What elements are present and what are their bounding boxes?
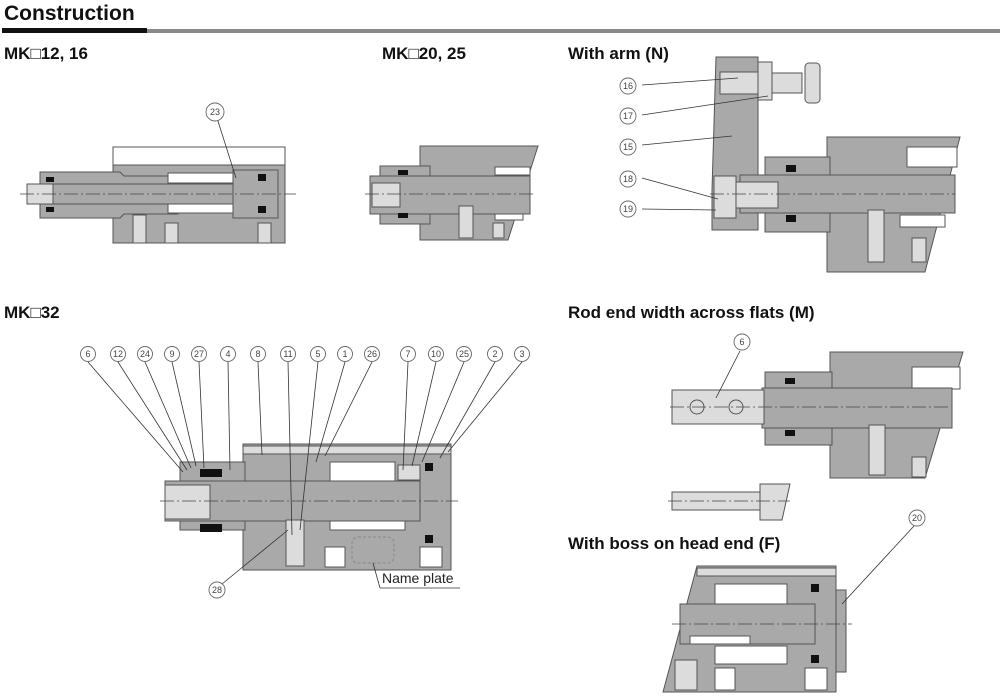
svg-text:19: 19 <box>623 204 633 214</box>
leader-line <box>299 361 319 531</box>
drawing-with-arm: 16 17 15 18 19 <box>619 56 961 273</box>
svg-text:28: 28 <box>212 585 222 595</box>
callout-25: 25 <box>456 346 472 362</box>
svg-text:5: 5 <box>315 349 320 359</box>
svg-text:2: 2 <box>492 349 497 359</box>
label-with-arm: With arm (N) <box>568 44 669 63</box>
callout-3: 3 <box>514 346 530 362</box>
callout-2: 2 <box>487 346 503 362</box>
svg-text:15: 15 <box>623 142 633 152</box>
svg-text:20: 20 <box>912 513 922 523</box>
svg-text:3: 3 <box>519 349 524 359</box>
callout-27: 27 <box>191 346 207 362</box>
label-boss-head-end: With boss on head end (F) <box>568 534 781 553</box>
callout-11: 11 <box>280 346 296 362</box>
svg-text:4: 4 <box>225 349 230 359</box>
callout-5: 5 <box>310 346 326 362</box>
leader-line <box>198 361 205 469</box>
leader-line <box>171 361 197 467</box>
callout-18: 18 <box>619 170 637 188</box>
drawing-mk32: Name plate 28 6 12 24 9 27 4 8 11 5 1 26 7 10 25 2 3 <box>80 346 530 599</box>
svg-text:16: 16 <box>623 81 633 91</box>
callout-24: 24 <box>137 346 153 362</box>
callout-9: 9 <box>164 346 180 362</box>
leader-line <box>287 361 293 536</box>
label-mk20-25: MK□20, 25 <box>382 44 466 63</box>
drawing-mk20-25 <box>365 145 539 241</box>
name-plate-label: Name plate <box>382 570 454 586</box>
svg-text:6: 6 <box>739 337 744 347</box>
callout-28: 28 <box>208 581 226 599</box>
label-rod-end-flats: Rod end width across flats (M) <box>568 303 815 322</box>
callout-23: 23 <box>205 102 225 122</box>
drawing-rod-end-flats: 6 <box>668 333 964 521</box>
callout-20: 20 <box>908 509 926 527</box>
callout-15: 15 <box>619 138 637 156</box>
svg-text:17: 17 <box>623 111 633 121</box>
svg-text:8: 8 <box>255 349 260 359</box>
title-underline-grey <box>147 29 1000 33</box>
svg-text:25: 25 <box>459 349 469 359</box>
svg-text:18: 18 <box>623 174 633 184</box>
leader-line <box>257 361 263 456</box>
label-mk32: MK□32 <box>4 303 60 322</box>
label-mk12-16: MK□12, 16 <box>4 44 88 63</box>
svg-text:27: 27 <box>194 349 204 359</box>
svg-text:7: 7 <box>405 349 410 359</box>
svg-text:10: 10 <box>431 349 441 359</box>
svg-text:6: 6 <box>85 349 90 359</box>
svg-text:26: 26 <box>367 349 377 359</box>
leader-line <box>315 361 346 463</box>
svg-text:24: 24 <box>140 349 150 359</box>
page-title: Construction <box>4 2 135 25</box>
svg-text:23: 23 <box>210 107 220 117</box>
callout-12: 12 <box>110 346 126 362</box>
callout-7: 7 <box>400 346 416 362</box>
callout-19: 19 <box>619 200 637 218</box>
drawing-boss-head-end: 20 <box>662 509 926 693</box>
leader-line <box>87 361 184 473</box>
callout-1: 1 <box>337 346 353 362</box>
callout-16: 16 <box>619 77 637 95</box>
leader-line <box>117 361 188 471</box>
leader-line <box>439 361 496 459</box>
svg-text:12: 12 <box>113 349 123 359</box>
callout-6-flats: 6 <box>733 333 751 351</box>
drawing-mk12-16: 23 <box>20 102 296 244</box>
title-underline-dark <box>2 28 147 33</box>
leader-line <box>144 361 192 469</box>
callout-8: 8 <box>250 346 266 362</box>
svg-text:11: 11 <box>283 349 292 359</box>
leader-line <box>411 361 437 467</box>
callout-6: 6 <box>80 346 96 362</box>
leader-line <box>421 361 465 463</box>
leader-line <box>402 361 409 471</box>
leader-line <box>227 361 231 471</box>
callout-10: 10 <box>428 346 444 362</box>
callout-17: 17 <box>619 107 637 125</box>
leader-line <box>447 361 523 453</box>
svg-text:1: 1 <box>342 349 347 359</box>
callout-26: 26 <box>364 346 380 362</box>
leader-line <box>324 361 373 457</box>
svg-text:9: 9 <box>169 349 174 359</box>
callout-4: 4 <box>220 346 236 362</box>
